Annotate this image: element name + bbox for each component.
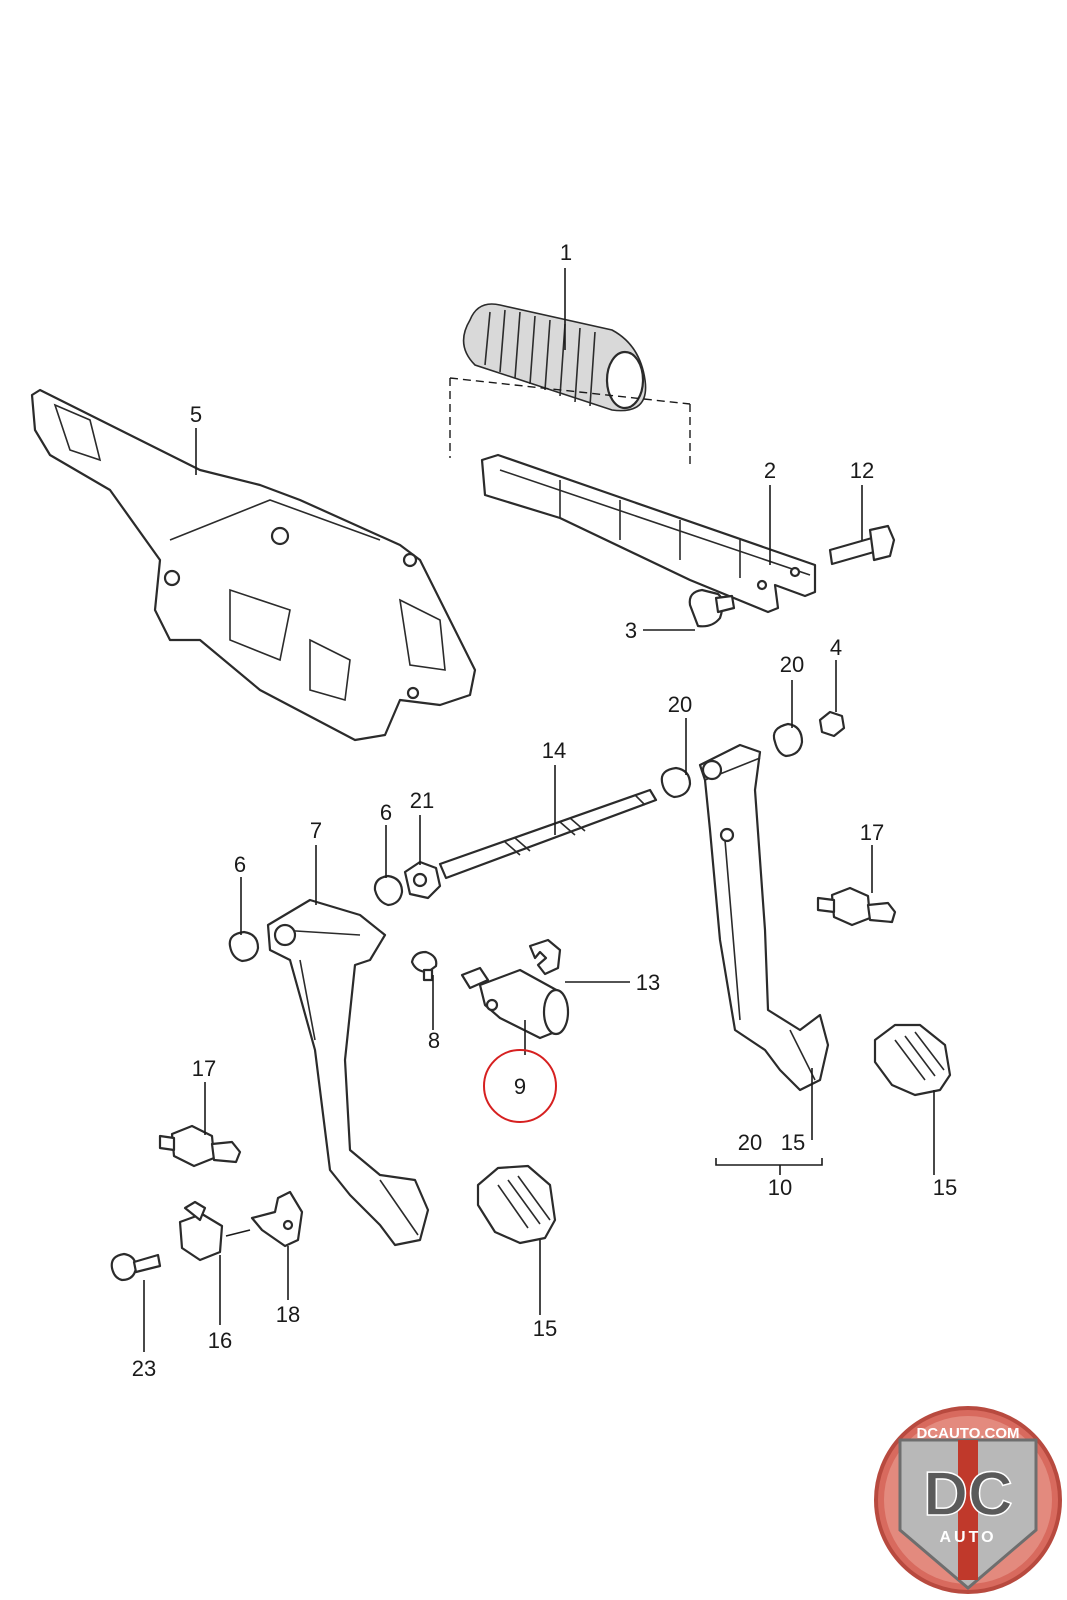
callout-15-bracket: 15 — [781, 1130, 805, 1155]
part-15-pad-right — [873, 1023, 952, 1097]
assembly-guide-lines — [449, 377, 691, 466]
part-18-plate — [250, 1190, 304, 1248]
callout-labels: 1 5 2 12 3 20 4 20 14 21 6 7 17 6 13 8 9… — [132, 240, 957, 1381]
callout-5: 5 — [190, 402, 202, 427]
part-8-pin — [410, 950, 438, 982]
part-17-switch-left — [158, 1124, 242, 1168]
part-7-pedal — [266, 898, 430, 1247]
part-23-bolt — [110, 1252, 162, 1282]
part-12-bolt — [828, 524, 896, 566]
part-3-bolt — [688, 588, 736, 628]
part-15-pad-middle — [476, 1164, 557, 1245]
callout-16: 16 — [208, 1328, 232, 1353]
callout-9: 9 — [514, 1074, 526, 1099]
callout-23: 23 — [132, 1356, 156, 1381]
callout-13: 13 — [636, 970, 660, 995]
part-16-bracket — [178, 1200, 224, 1262]
part-5-frame — [30, 388, 477, 742]
part-6-bushing-upper — [373, 874, 404, 907]
callout-12: 12 — [850, 458, 874, 483]
callout-3: 3 — [625, 618, 637, 643]
part-9-damper — [460, 966, 570, 1040]
dcauto-logo: DCAUTO.COM DC AUTO — [874, 1406, 1062, 1594]
callout-10: 10 — [768, 1175, 792, 1200]
callout-15-right: 15 — [933, 1175, 957, 1200]
callout-2: 2 — [764, 458, 776, 483]
leader-lines — [143, 268, 935, 1352]
callout-20-upper: 20 — [780, 652, 804, 677]
callout-7: 7 — [310, 818, 322, 843]
callout-21: 21 — [410, 788, 434, 813]
part-14-shaft — [438, 788, 658, 880]
callout-20-lower: 20 — [738, 1130, 762, 1155]
part-13-clip — [528, 938, 562, 976]
part-21-nut — [403, 860, 442, 900]
part-20-bushing-middle — [660, 766, 692, 799]
callout-6-upper: 6 — [380, 800, 392, 825]
callout-17-left: 17 — [192, 1056, 216, 1081]
callout-15-middle: 15 — [533, 1316, 557, 1341]
callout-14: 14 — [542, 738, 566, 763]
logo-sub-text: AUTO — [939, 1529, 996, 1546]
part-9-highlight-ring — [483, 1049, 557, 1123]
callout-17-right: 17 — [860, 820, 884, 845]
callout-8: 8 — [428, 1028, 440, 1053]
callout-4: 4 — [830, 635, 842, 660]
logo-top-text: DCAUTO.COM — [916, 1425, 1019, 1442]
part-1-boot — [462, 303, 647, 412]
part-10-pedal — [698, 743, 830, 1092]
part-20-bushing-upper — [772, 722, 804, 758]
part-6-bushing-lower — [228, 930, 260, 963]
part-17-switch-right — [816, 886, 897, 927]
logo-main-text: DC — [923, 1460, 1013, 1529]
callout-20-middle: 20 — [668, 692, 692, 717]
part-4-nut — [818, 710, 846, 738]
callout-6-lower: 6 — [234, 852, 246, 877]
part-2-bracket — [480, 453, 817, 614]
callout-1: 1 — [560, 240, 572, 265]
callout-18: 18 — [276, 1302, 300, 1327]
